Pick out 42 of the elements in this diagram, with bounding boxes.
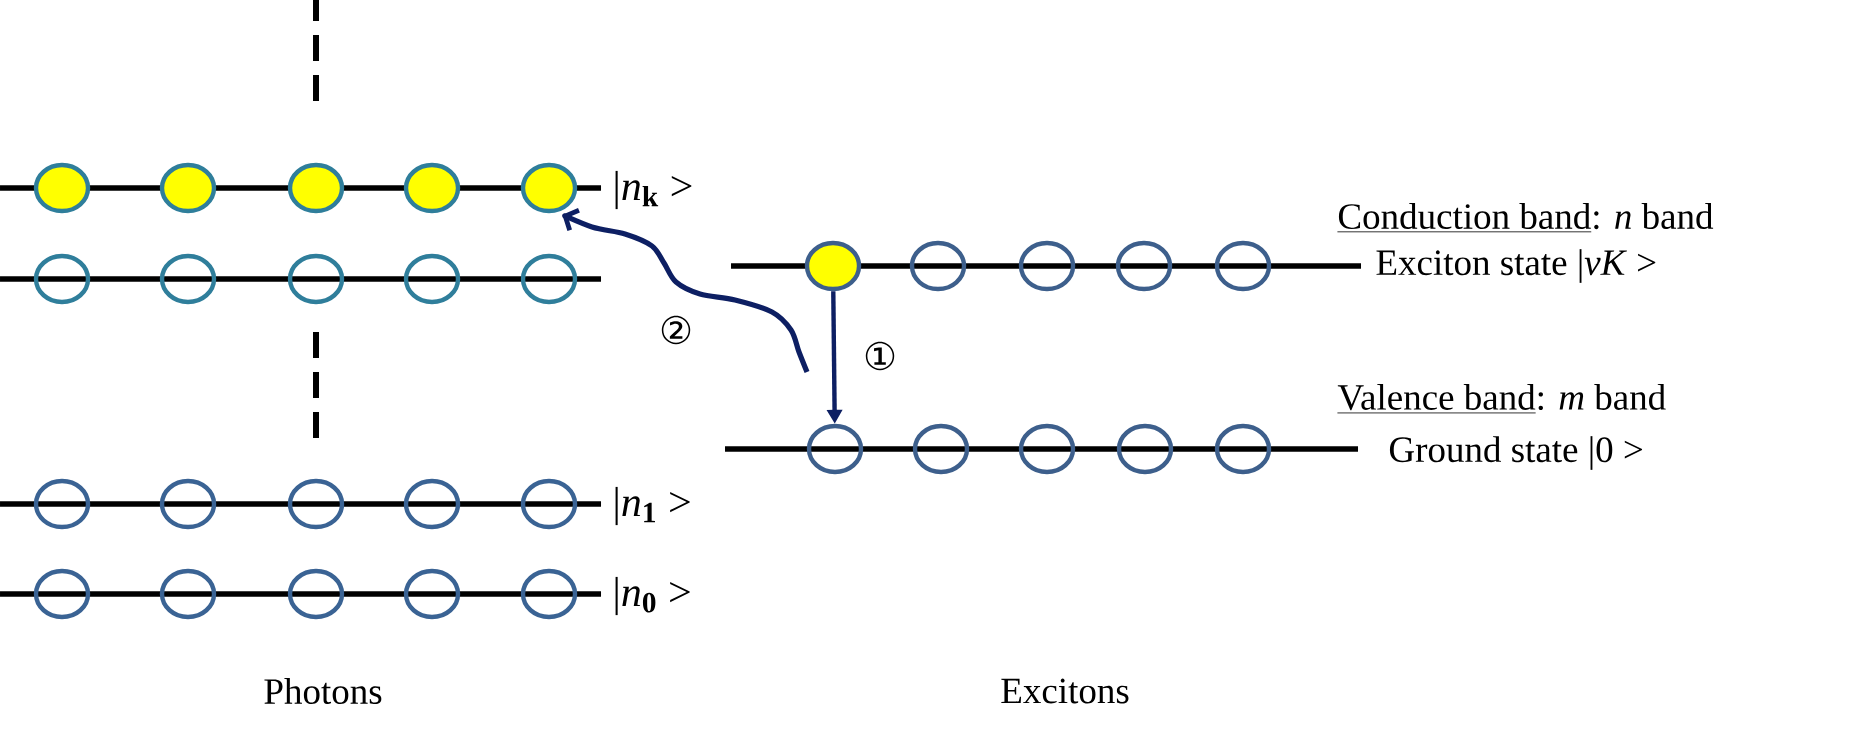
state-circle bbox=[1018, 423, 1076, 475]
state-circle bbox=[1214, 423, 1272, 475]
state-circle bbox=[33, 478, 91, 530]
band-label: Conduction band: n band bbox=[1337, 203, 1714, 233]
state-circle bbox=[520, 253, 578, 305]
wavy-arrow bbox=[562, 208, 810, 373]
state-circle bbox=[33, 253, 91, 305]
state-circle bbox=[33, 568, 91, 620]
state-circle bbox=[403, 568, 461, 620]
state-circle bbox=[287, 568, 345, 620]
state-circle bbox=[804, 240, 862, 292]
state-circle bbox=[159, 478, 217, 530]
state-label: |n$_{k}$ > bbox=[615, 170, 692, 210]
state-circle bbox=[159, 162, 217, 214]
state-circle bbox=[159, 253, 217, 305]
state-circle bbox=[1214, 240, 1272, 292]
step-number: ① bbox=[861, 339, 900, 373]
state-circle bbox=[909, 240, 967, 292]
state-circle bbox=[1115, 240, 1173, 292]
state-circle bbox=[912, 423, 970, 475]
state-label: Ground state |0 > bbox=[1389, 436, 1642, 470]
column-caption: Excitons bbox=[1001, 678, 1129, 704]
state-circle bbox=[806, 423, 864, 475]
state-circle bbox=[403, 253, 461, 305]
state-circle bbox=[403, 162, 461, 214]
state-circle bbox=[287, 253, 345, 305]
state-label: Exciton state |νK > bbox=[1376, 249, 1656, 283]
state-circle bbox=[403, 478, 461, 530]
column-caption: Photons bbox=[264, 678, 382, 705]
state-circle bbox=[520, 162, 578, 214]
state-circle bbox=[1116, 423, 1174, 475]
state-circle bbox=[1018, 240, 1076, 292]
step-number: ② bbox=[657, 313, 696, 347]
state-circle bbox=[520, 478, 578, 530]
state-circle bbox=[287, 162, 345, 214]
state-circle bbox=[33, 162, 91, 214]
state-circle bbox=[520, 568, 578, 620]
band-label: Valence band: m band bbox=[1337, 383, 1666, 414]
state-label: |n$_{1}$ > bbox=[615, 486, 690, 526]
state-circle bbox=[159, 568, 217, 620]
state-circle bbox=[287, 478, 345, 530]
state-label: |n$_{0}$ > bbox=[615, 576, 690, 616]
